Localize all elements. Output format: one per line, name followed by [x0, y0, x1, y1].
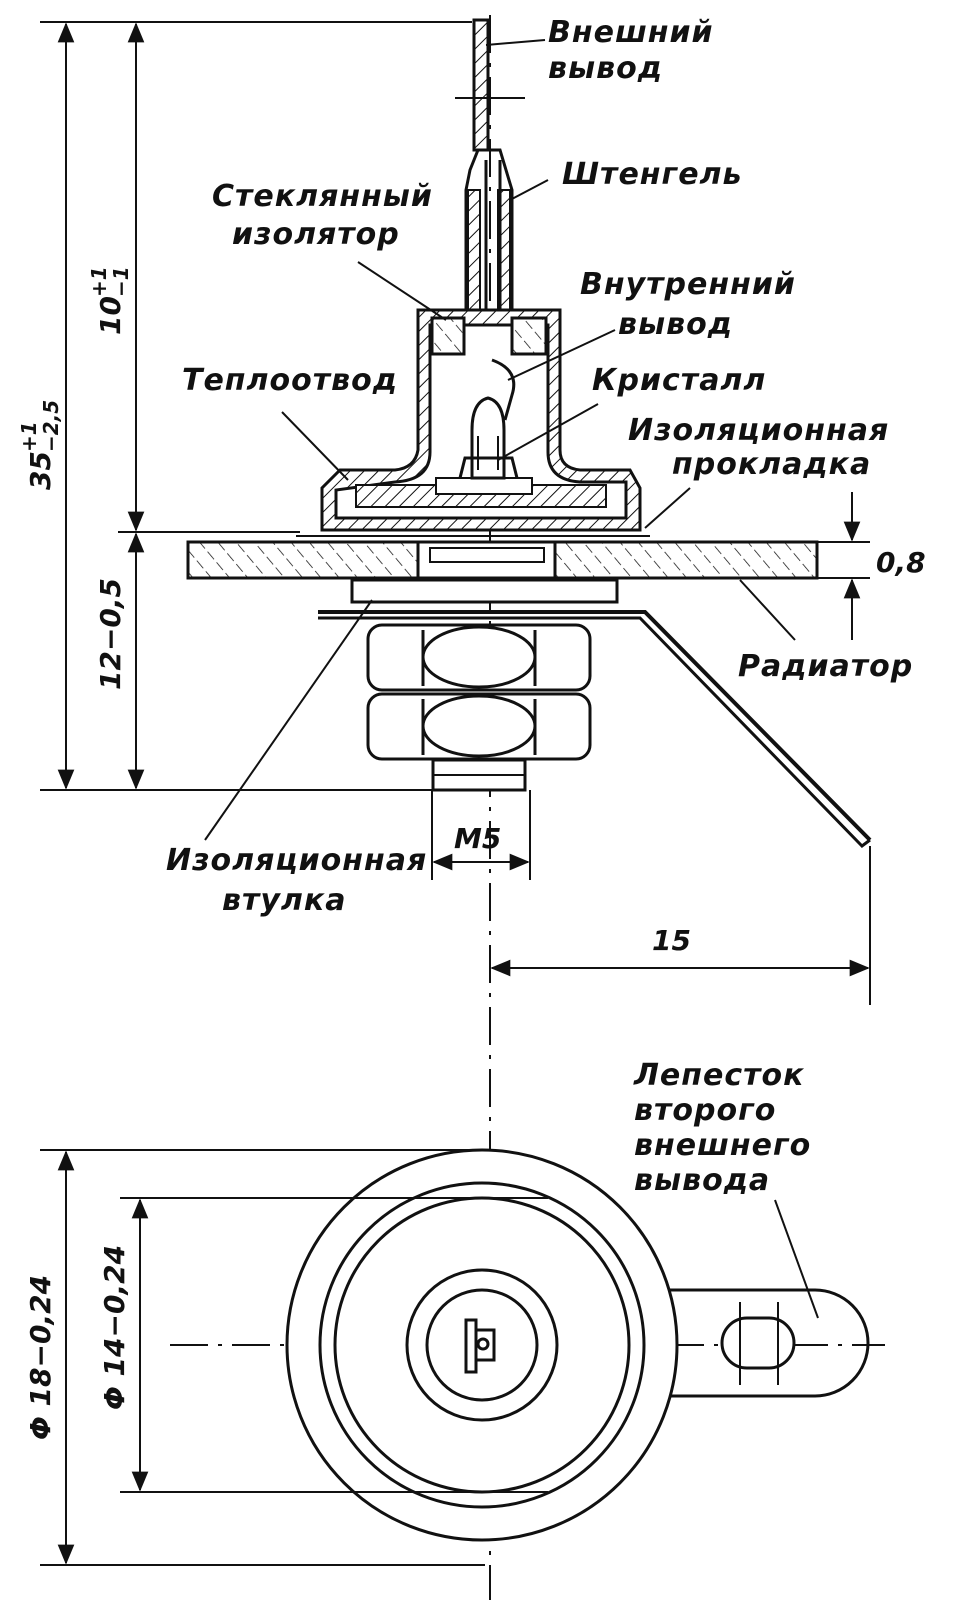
label-second-tab-1: Лепесток [633, 1058, 804, 1093]
label-stem: Штенгель [562, 157, 743, 192]
heat-sink-body [320, 308, 642, 532]
dim-body-height: 10 +1 −1 [87, 266, 133, 335]
radiator-plate [118, 531, 870, 580]
dim-thread-length: 12−0,5 [94, 578, 127, 690]
dim-flange-diameter: Φ 14−0,24 [98, 1245, 131, 1410]
dim-radiator-thickness: 0,8 [876, 546, 926, 579]
insulating-sleeve [318, 578, 872, 848]
hex-nuts [366, 623, 592, 792]
dim-outer-diameter: Φ 18−0,24 [24, 1275, 57, 1440]
label-external-lead-2: вывод [548, 51, 663, 86]
label-radiator: Радиатор [738, 649, 913, 684]
label-internal-lead-1: Внутренний [580, 267, 796, 302]
label-glass-insulator-1: Стеклянный [212, 179, 433, 214]
dim-body-height-lower: −1 [109, 266, 133, 297]
label-insulating-gasket-2: прокладка [672, 447, 871, 482]
dim-thread-length-text: 12−0,5 [94, 578, 127, 690]
label-second-tab-4: вывода [634, 1163, 770, 1198]
label-insulating-sleeve-2: втулка [222, 883, 347, 918]
dim-overall-height-lower: −2,5 [39, 400, 63, 452]
dim-body-height-upper: +1 [87, 266, 111, 297]
label-insulating-gasket-1: Изоляционная [628, 413, 889, 448]
dim-overall-height-base: 35 [24, 451, 57, 490]
label-glass-insulator-2: изолятор [232, 217, 400, 252]
dim-overall-height: 35 +1 −2,5 [17, 400, 63, 490]
label-crystal: Кристалл [592, 363, 766, 398]
thread-dimension [431, 790, 531, 880]
label-second-tab-3: внешнего [634, 1128, 811, 1163]
tab-offset-dimension [490, 846, 871, 1005]
label-insulating-sleeve-1: Изоляционная [166, 843, 427, 878]
plan-view [40, 1148, 885, 1566]
dim-outer-diameter-text: Φ 18−0,24 [24, 1275, 57, 1440]
dim-overall-height-upper: +1 [17, 421, 41, 452]
dim-flange-diameter-text: Φ 14−0,24 [98, 1245, 131, 1410]
dim-tab-offset: 15 [652, 924, 691, 957]
leader-lines [204, 39, 796, 841]
label-external-lead-1: Внешний [548, 15, 714, 50]
label-internal-lead-2: вывод [618, 307, 733, 342]
label-second-tab-2: второго [634, 1093, 776, 1128]
dim-body-height-base: 10 [94, 296, 127, 335]
left-dimensions [40, 21, 472, 791]
dim-thread: M5 [454, 822, 501, 855]
label-heat-sink: Теплоотвод [182, 363, 398, 398]
